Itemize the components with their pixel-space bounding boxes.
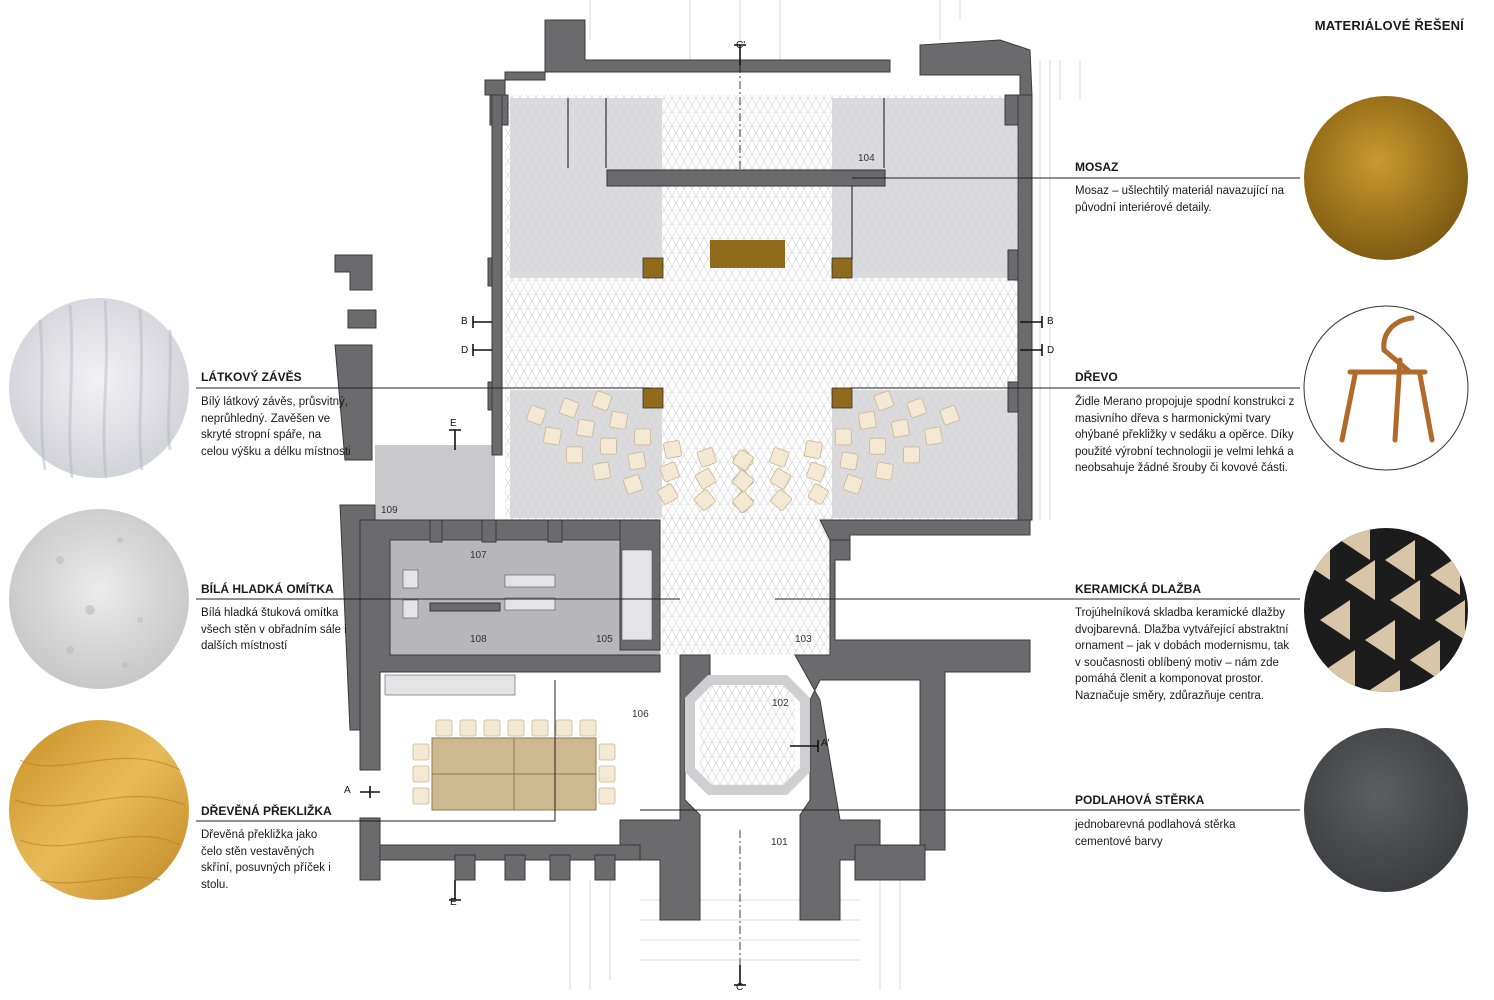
chair — [875, 461, 894, 481]
desc-tiles: Trojúhelníková skladba keramické dlažby … — [1075, 607, 1290, 702]
swatch-plywood — [9, 720, 189, 900]
label-screed: PODLAHOVÁ STĚRKA — [1075, 793, 1205, 807]
chair — [634, 428, 652, 446]
label-wood: DŘEVO — [1075, 370, 1118, 384]
chair — [696, 447, 717, 468]
label-curtain: LÁTKOVÝ ZÁVĚS — [201, 370, 302, 384]
chair — [412, 765, 430, 783]
leader-lines — [196, 177, 1300, 822]
chair — [891, 418, 910, 438]
chair — [507, 719, 525, 737]
chair — [459, 719, 477, 737]
swatch-curtain — [9, 298, 189, 479]
chair — [769, 468, 792, 490]
desc-curtain: Bílý látkový závěs, průsvitný, neprůhled… — [201, 396, 351, 458]
label-tiles: KERAMICKÁ DLAŽBA — [1075, 582, 1201, 596]
chair — [807, 483, 829, 505]
chair — [732, 491, 754, 513]
room-number: 105 — [596, 634, 613, 645]
chair — [543, 426, 562, 446]
chair — [663, 440, 682, 459]
chair — [609, 410, 628, 430]
chair — [483, 719, 501, 737]
chair — [694, 468, 717, 490]
label-brass: MOSAZ — [1075, 160, 1119, 174]
swatch-brass — [1304, 96, 1468, 260]
chair — [732, 449, 754, 471]
swatch-screed — [1304, 728, 1468, 892]
chair — [806, 461, 827, 483]
chair — [839, 451, 859, 471]
section-mark: A — [344, 785, 351, 796]
desc-screed: jednobarevná podlahová stěrka cementové … — [1075, 819, 1236, 848]
room-number: 106 — [632, 709, 649, 720]
chair — [579, 719, 597, 737]
swatch-wood-chair — [1303, 305, 1469, 471]
chairs — [526, 390, 960, 513]
chair — [834, 428, 852, 446]
chair — [659, 461, 680, 483]
chair — [412, 743, 430, 761]
chair — [598, 765, 616, 783]
chair — [531, 719, 549, 737]
room-number: 101 — [771, 837, 788, 848]
chair — [627, 451, 647, 471]
room-number: 108 — [470, 634, 487, 645]
room-number: 103 — [795, 634, 812, 645]
chair — [622, 474, 644, 495]
chair — [732, 470, 754, 492]
section-mark: B — [1047, 316, 1054, 327]
chair — [526, 405, 547, 426]
walls — [334, 19, 1033, 921]
section-mark: C' — [736, 40, 746, 51]
chair — [873, 390, 895, 411]
room-number: 107 — [470, 550, 487, 561]
chair — [566, 446, 583, 464]
desc-wood: Židle Merano propojuje spodní konstrukci… — [1075, 396, 1295, 474]
chair — [412, 787, 430, 805]
chair — [804, 440, 823, 459]
section-mark: B — [461, 316, 468, 327]
desc-plywood: Dřevěná překližka jako čelo stěn vestavě… — [201, 829, 331, 891]
section-mark: A' — [821, 738, 830, 749]
chair — [906, 397, 927, 419]
section-mark: C — [736, 982, 744, 993]
chair — [657, 483, 679, 505]
chair — [858, 410, 877, 430]
page-title: MATERIÁLOVÉ ŘEŠENÍ — [1314, 18, 1464, 33]
chair — [598, 743, 616, 761]
chair — [559, 397, 580, 419]
section-mark: E — [450, 418, 457, 429]
room-number: 109 — [381, 505, 398, 516]
section-mark: E — [450, 897, 457, 908]
swatch-plaster — [9, 509, 189, 689]
chair — [769, 447, 790, 468]
label-plaster: BÍLÁ HLADKÁ OMÍTKA — [201, 582, 334, 596]
chair — [903, 446, 920, 464]
chair — [924, 426, 943, 446]
brass-altar — [710, 240, 785, 268]
chair — [592, 461, 611, 481]
swatch-tiles — [1304, 528, 1468, 692]
chair — [591, 390, 613, 411]
room-number: 104 — [858, 153, 875, 164]
section-mark: D — [1047, 345, 1055, 356]
chair — [842, 474, 864, 495]
chair — [770, 489, 793, 511]
chair — [598, 787, 616, 805]
chair — [435, 719, 453, 737]
chair — [693, 489, 716, 511]
chair — [576, 418, 595, 438]
desc-plaster: Bílá hladká štuková omítka všech stěn v … — [201, 607, 347, 652]
label-plywood: DŘEVĚNÁ PŘEKLIŽKA — [201, 804, 332, 818]
chair — [939, 405, 960, 426]
room-number: 102 — [772, 698, 789, 709]
chair — [600, 437, 617, 455]
chair — [555, 719, 573, 737]
desc-brass: Mosaz – ušlechtilý materiál navazující n… — [1075, 185, 1285, 214]
chair — [869, 437, 886, 455]
section-mark: D — [461, 345, 469, 356]
